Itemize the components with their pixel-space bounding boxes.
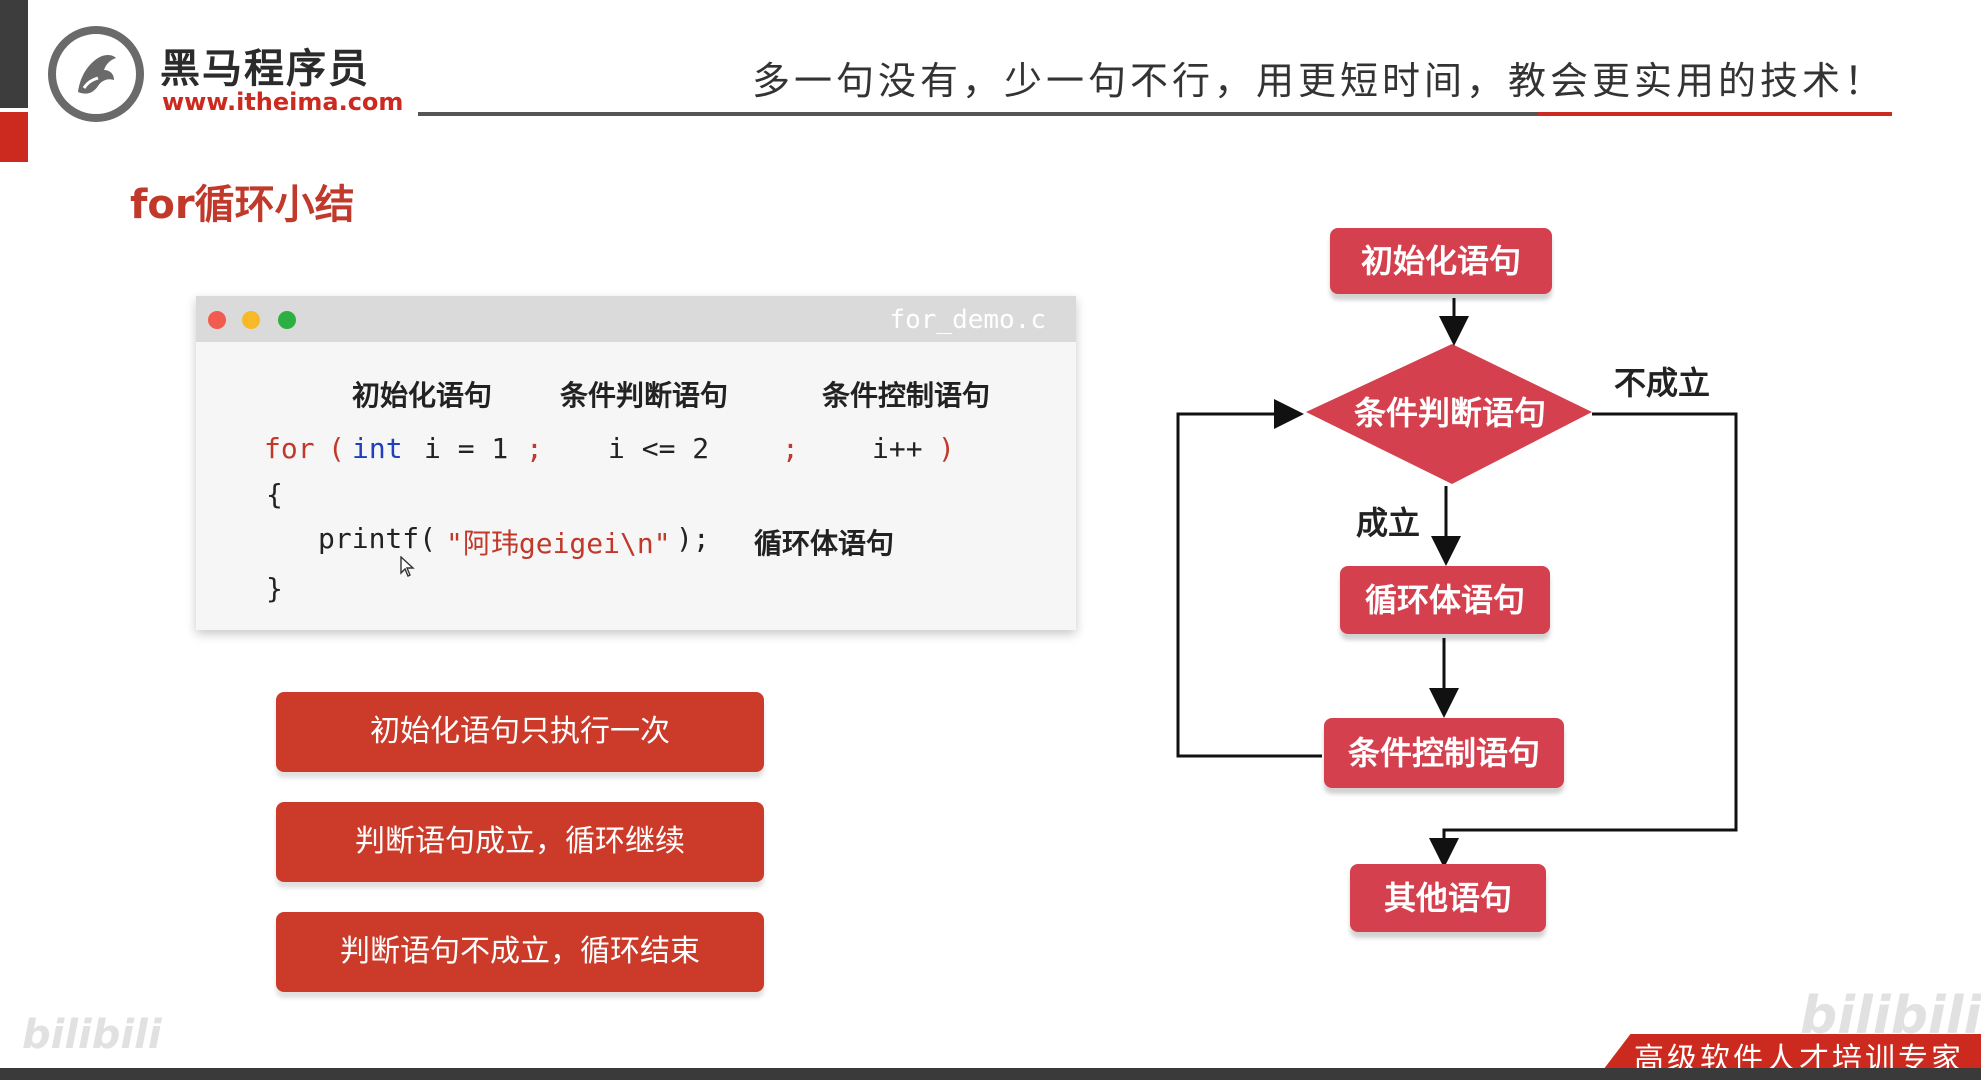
brand-logo: 黑马程序员 www.itheima.com bbox=[48, 26, 403, 126]
footer-bottom-bar bbox=[0, 1068, 1981, 1080]
code-control-expr: i++ bbox=[872, 432, 923, 465]
code-window-titlebar: for_demo.c bbox=[196, 296, 1076, 342]
code-printf: printf( bbox=[318, 522, 437, 555]
window-close-dot bbox=[208, 311, 226, 329]
mouse-cursor-icon bbox=[400, 556, 415, 577]
arrow-control-to-condition bbox=[1176, 399, 1322, 758]
code-label-body: 循环体语句 bbox=[754, 527, 895, 560]
summary-button-condition-false[interactable]: 判断语句不成立，循环结束 bbox=[276, 912, 764, 992]
header-slogan: 多一句没有，少一句不行，用更短时间，教会更实用的技术！ bbox=[752, 59, 1887, 103]
code-condition-expr: i <= 2 bbox=[608, 432, 710, 465]
header-divider bbox=[418, 112, 1538, 116]
horse-logo-icon bbox=[48, 26, 144, 122]
code-close-paren: ) bbox=[938, 432, 955, 465]
flowchart-init-box: 初始化语句 bbox=[1330, 228, 1552, 294]
arrow-condition-to-other bbox=[1429, 412, 1738, 868]
left-edge-dark-bar bbox=[0, 0, 28, 108]
brand-name: 黑马程序员 bbox=[160, 46, 370, 92]
code-semicolon-1: ; bbox=[526, 432, 543, 465]
header-divider-accent bbox=[1538, 112, 1892, 116]
flowchart-true-label: 成立 bbox=[1356, 504, 1421, 542]
code-open-paren: ( bbox=[328, 432, 345, 465]
summary-button-condition-true[interactable]: 判断语句成立，循环继续 bbox=[276, 802, 764, 882]
flowchart-body-box: 循环体语句 bbox=[1340, 566, 1550, 634]
brand-url: www.itheima.com bbox=[162, 88, 404, 116]
footer-red-banner bbox=[1600, 1034, 1981, 1074]
left-edge-red-bar bbox=[0, 112, 28, 162]
code-label-condition: 条件判断语句 bbox=[560, 379, 729, 412]
flowchart-control-box: 条件控制语句 bbox=[1324, 718, 1564, 788]
code-printf-end: ); bbox=[676, 522, 710, 555]
code-close-brace: } bbox=[266, 572, 283, 605]
code-for-keyword: for bbox=[264, 432, 315, 465]
flowchart-condition-text: 条件判断语句 bbox=[1353, 394, 1546, 432]
flowchart-false-label: 不成立 bbox=[1614, 364, 1711, 402]
code-semicolon-2: ; bbox=[782, 432, 799, 465]
watermark-left: bilibili bbox=[22, 1012, 162, 1058]
code-filename: for_demo.c bbox=[889, 305, 1046, 335]
window-minimize-dot bbox=[242, 311, 260, 329]
code-printf-string: "阿玮geigei\n" bbox=[446, 527, 671, 560]
slide-title: for循环小结 bbox=[130, 182, 355, 228]
summary-button-init-once[interactable]: 初始化语句只执行一次 bbox=[276, 692, 764, 772]
code-label-control: 条件控制语句 bbox=[822, 379, 991, 412]
code-window: for_demo.c bbox=[196, 296, 1076, 630]
flowchart-other-box: 其他语句 bbox=[1350, 864, 1546, 932]
window-maximize-dot bbox=[278, 311, 296, 329]
code-int-keyword: int bbox=[352, 432, 403, 465]
code-label-init: 初始化语句 bbox=[352, 379, 493, 412]
code-init-expr: i = 1 bbox=[424, 432, 509, 465]
code-open-brace: { bbox=[266, 478, 283, 511]
